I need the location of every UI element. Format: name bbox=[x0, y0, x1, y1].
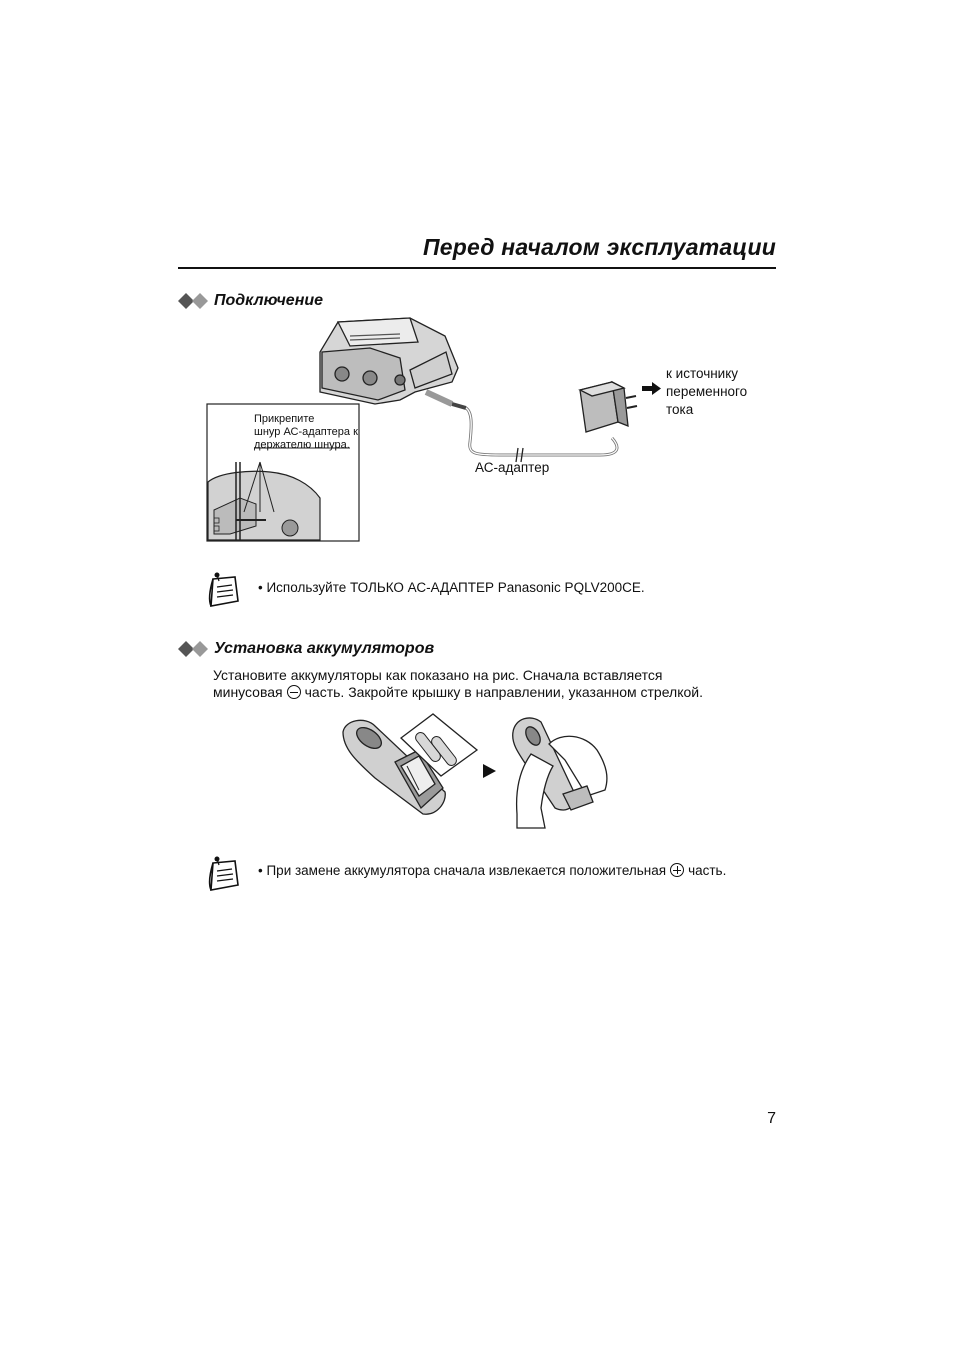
section-heading-connection: Подключение bbox=[178, 291, 323, 311]
ac-adapter-drawing bbox=[578, 380, 638, 433]
note-battery-replace: • При замене аккумулятора сначала извлек… bbox=[258, 863, 727, 878]
handset-drawing bbox=[342, 719, 446, 815]
base-unit-drawing bbox=[319, 317, 459, 405]
battery-illustration bbox=[342, 713, 608, 829]
note-adapter: • Используйте ТОЛЬКО АС-АДАПТЕР Panasoni… bbox=[258, 580, 645, 595]
adapter-cord-drawing bbox=[424, 389, 619, 463]
connection-illustration bbox=[206, 317, 661, 542]
plus-sign-icon bbox=[670, 863, 685, 877]
cord-holder-inset bbox=[206, 403, 360, 542]
handset-hands-drawing bbox=[512, 717, 608, 829]
minus-sign-icon bbox=[286, 685, 301, 699]
section-heading-batteries: Установка аккумуляторов bbox=[178, 639, 434, 659]
page-number: 7 bbox=[767, 1110, 776, 1127]
arrow-right-icon bbox=[642, 382, 661, 395]
section-title-batteries: Установка аккумуляторов bbox=[214, 640, 435, 657]
title-rule bbox=[178, 267, 776, 269]
section-title-connection: Подключение bbox=[214, 292, 324, 309]
play-arrow-icon bbox=[483, 764, 496, 778]
double-diamond-icon bbox=[178, 641, 208, 657]
battery-callout bbox=[399, 713, 479, 791]
battery-instructions: Установите аккумуляторы как показано на … bbox=[213, 667, 703, 700]
ac-adapter-label: АС-адаптер bbox=[475, 460, 550, 475]
note-icon bbox=[208, 856, 239, 891]
page-title: Перед началом эксплуатации bbox=[423, 234, 776, 260]
inset-note: Прикрепите шнур АС-адаптера к держателю … bbox=[254, 413, 358, 451]
power-source-label: к источнику переменного тока bbox=[666, 366, 748, 417]
double-diamond-icon bbox=[178, 293, 208, 309]
note-icon bbox=[208, 572, 239, 607]
